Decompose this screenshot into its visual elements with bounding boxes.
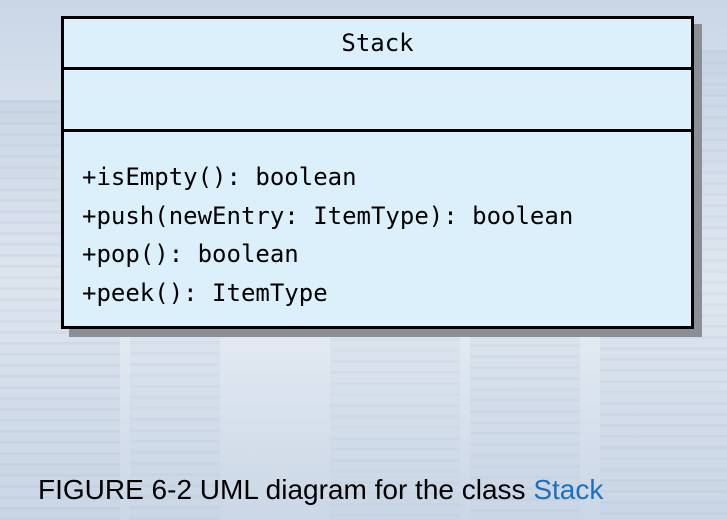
figure-caption: FIGURE 6-2 UML diagram for the class Sta… [38, 474, 603, 506]
uml-operation: +peek(): ItemType [82, 278, 328, 307]
uml-operation: +pop(): boolean [82, 240, 299, 268]
uml-class-box: Stack +isEmpty(): boolean +push(newEntry… [61, 16, 694, 329]
uml-operations-section: +isEmpty(): boolean +push(newEntry: Item… [64, 132, 691, 312]
figure-caption-text: FIGURE 6-2 UML diagram for the class [38, 474, 526, 505]
uml-operation: +isEmpty(): boolean [82, 163, 357, 191]
uml-class-name: Stack [64, 19, 691, 70]
figure-caption-class-name: Stack [533, 474, 604, 505]
uml-attributes-section [64, 70, 691, 132]
uml-operation: +push(newEntry: ItemType): boolean [82, 201, 574, 230]
